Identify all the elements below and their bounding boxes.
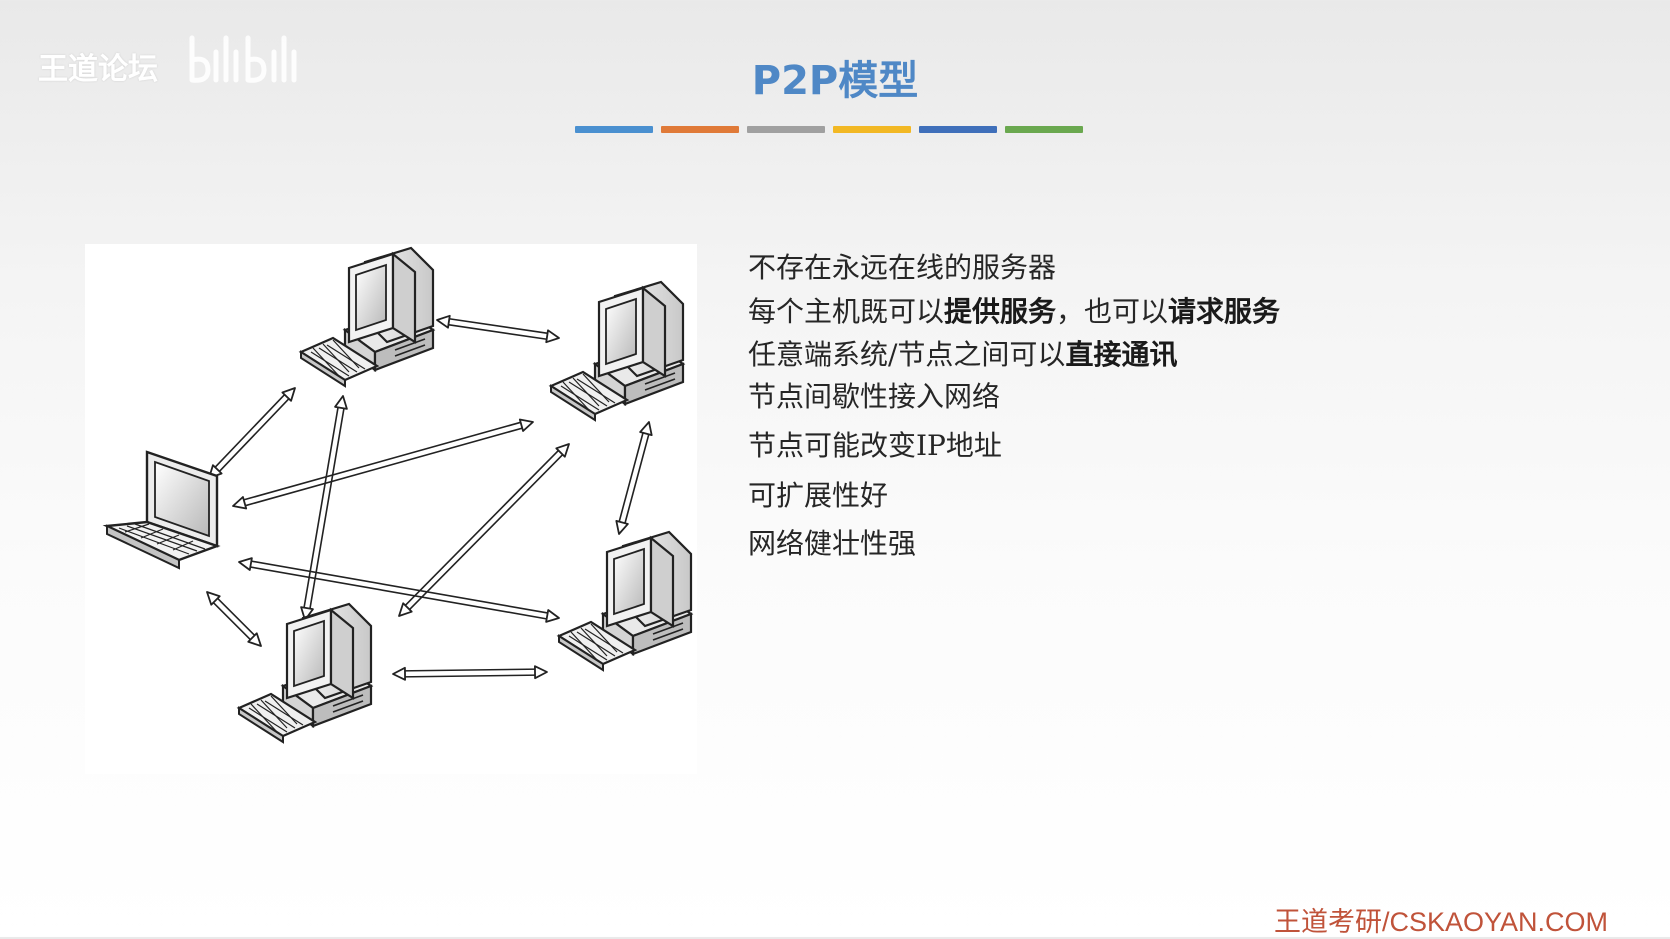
feature-item: 节点间歇性接入网络 bbox=[748, 375, 1000, 415]
feature-text: 每个主机既可以 bbox=[748, 295, 945, 328]
feature-text: ，也可以 bbox=[1056, 295, 1169, 328]
diagram-canvas bbox=[105, 246, 693, 744]
feature-item: 节点可能改变IP地址 bbox=[748, 424, 1002, 464]
feature-text: 可扩展性好 bbox=[748, 479, 889, 512]
feature-emphasis: 直接通讯 bbox=[1065, 338, 1178, 371]
feature-emphasis: 提供服务 bbox=[944, 295, 1057, 328]
feature-item: 网络健壮性强 bbox=[748, 522, 916, 562]
color-bar-segment bbox=[833, 126, 911, 133]
color-bar-segment bbox=[747, 126, 825, 133]
feature-item: 不存在永远在线的服务器 bbox=[748, 246, 1056, 286]
color-bar-segment bbox=[919, 126, 997, 133]
link-arrow-desktop-top-laptop-left bbox=[208, 387, 296, 479]
link-arrow-laptop-left-desktop-right-bottom bbox=[238, 557, 560, 623]
link-arrow-desktop-bottom-desktop-right-bottom bbox=[392, 665, 548, 681]
color-bar-segment bbox=[1005, 126, 1083, 133]
feature-text: 任意端系统/节点之间可以 bbox=[748, 338, 1066, 371]
p2p-network-diagram bbox=[85, 244, 697, 774]
watermark-text: 王道论坛 bbox=[38, 52, 158, 87]
feature-item: 任意端系统/节点之间可以直接通讯 bbox=[748, 333, 1177, 373]
feature-text: 节点可能改变IP地址 bbox=[748, 429, 1002, 462]
link-arrow-laptop-left-desktop-right-top bbox=[232, 418, 534, 510]
feature-text: 不存在永远在线的服务器 bbox=[748, 251, 1057, 284]
footer-brand: 王道考研/CSKAOYAN.COM bbox=[1273, 907, 1608, 937]
title-color-bar bbox=[575, 126, 1083, 133]
link-arrow-desktop-top-desktop-right-top bbox=[436, 314, 560, 344]
color-bar-segment bbox=[661, 126, 739, 133]
link-arrow-desktop-right-top-desktop-right-bottom bbox=[615, 421, 653, 535]
feature-item: 每个主机既可以提供服务，也可以请求服务 bbox=[748, 290, 1280, 330]
bilibili-logo bbox=[189, 35, 297, 83]
link-arrow-laptop-left-desktop-bottom bbox=[206, 591, 262, 647]
feature-emphasis: 请求服务 bbox=[1168, 295, 1281, 328]
desktop-computer-icon-desktop-bottom bbox=[237, 602, 373, 744]
desktop-computer-icon-desktop-right-top bbox=[549, 280, 685, 422]
color-bar-segment bbox=[575, 126, 653, 133]
slide-title: P2P模型 bbox=[751, 58, 919, 104]
link-arrow-desktop-right-top-desktop-bottom bbox=[398, 443, 570, 617]
link-arrow-desktop-top-desktop-bottom bbox=[300, 395, 348, 621]
feature-item: 可扩展性好 bbox=[748, 474, 888, 514]
feature-text: 节点间歇性接入网络 bbox=[748, 380, 1001, 413]
nodes-layer bbox=[105, 246, 693, 744]
feature-text: 网络健壮性强 bbox=[748, 527, 917, 560]
desktop-computer-icon-desktop-right-bottom bbox=[557, 530, 693, 672]
desktop-computer-icon-desktop-top bbox=[299, 246, 435, 388]
laptop-icon-laptop-left bbox=[105, 450, 219, 570]
